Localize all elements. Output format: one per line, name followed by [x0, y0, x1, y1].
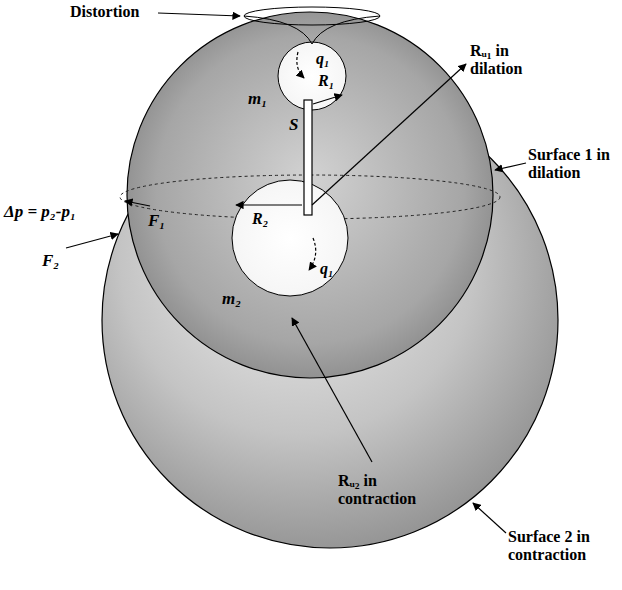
- force-label: F₁: [148, 212, 165, 231]
- rod-label: S: [289, 116, 298, 135]
- ru1-arrow: [312, 64, 466, 205]
- rod: [304, 100, 312, 215]
- f1-arrow: [125, 201, 150, 206]
- radius-label: Rᵤ₁ in dilation: [470, 42, 552, 77]
- charge-label: q₁: [316, 50, 330, 68]
- mass-label: m₁: [248, 90, 267, 109]
- surface-2-arrow: [473, 503, 506, 533]
- distortion-arrow: [158, 13, 240, 16]
- r1-arrow: [313, 95, 342, 104]
- surface-1-arrow: [495, 163, 526, 170]
- q1-arrow: [297, 52, 304, 78]
- q1-lower-arrow: [309, 238, 316, 270]
- distortion-cusp: [244, 16, 380, 44]
- surface-label: Surface 2 in contraction: [508, 528, 616, 563]
- distortion-label: Distortion: [70, 3, 139, 21]
- mass-label: m₂: [222, 290, 241, 309]
- distortion-ring: [244, 7, 380, 25]
- surface-1-sphere: [127, 12, 493, 378]
- f2-arrow: [66, 234, 118, 248]
- force-label: F₂: [42, 252, 59, 271]
- ru2-arrow: [292, 318, 372, 462]
- surface-label: Surface 1 in dilation: [528, 146, 618, 181]
- charge-label: q₁: [320, 260, 334, 278]
- pressure-label: Δp = p₂-p₁: [4, 203, 76, 222]
- radius-label: R₂: [252, 210, 268, 228]
- mass-2-sphere: [232, 180, 348, 296]
- radius-label: R₁: [318, 72, 334, 90]
- radius-label: Rᵤ₂ in contraction: [338, 472, 438, 507]
- leader-lines: [66, 13, 526, 533]
- r2-arrow: [236, 204, 302, 205]
